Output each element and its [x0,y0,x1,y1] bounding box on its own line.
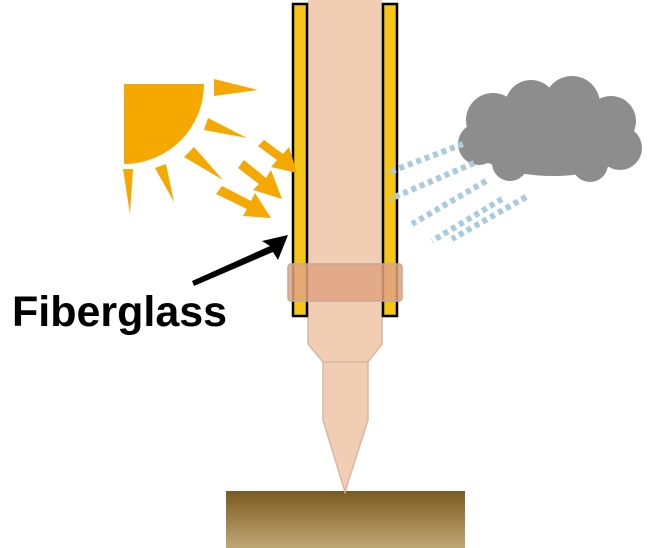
cloud-icon [458,76,642,182]
arrow-pointer [192,235,288,286]
fiberglass-right-sleeve [381,2,399,318]
ground [226,491,465,548]
pole-shaft [308,0,382,310]
sun-icon [123,79,258,214]
pole-tip [322,361,369,495]
fiberglass-label: Fiberglass [12,288,228,336]
band [287,263,403,302]
rain-streaks [385,141,528,244]
sunlight-arrows [216,140,297,218]
